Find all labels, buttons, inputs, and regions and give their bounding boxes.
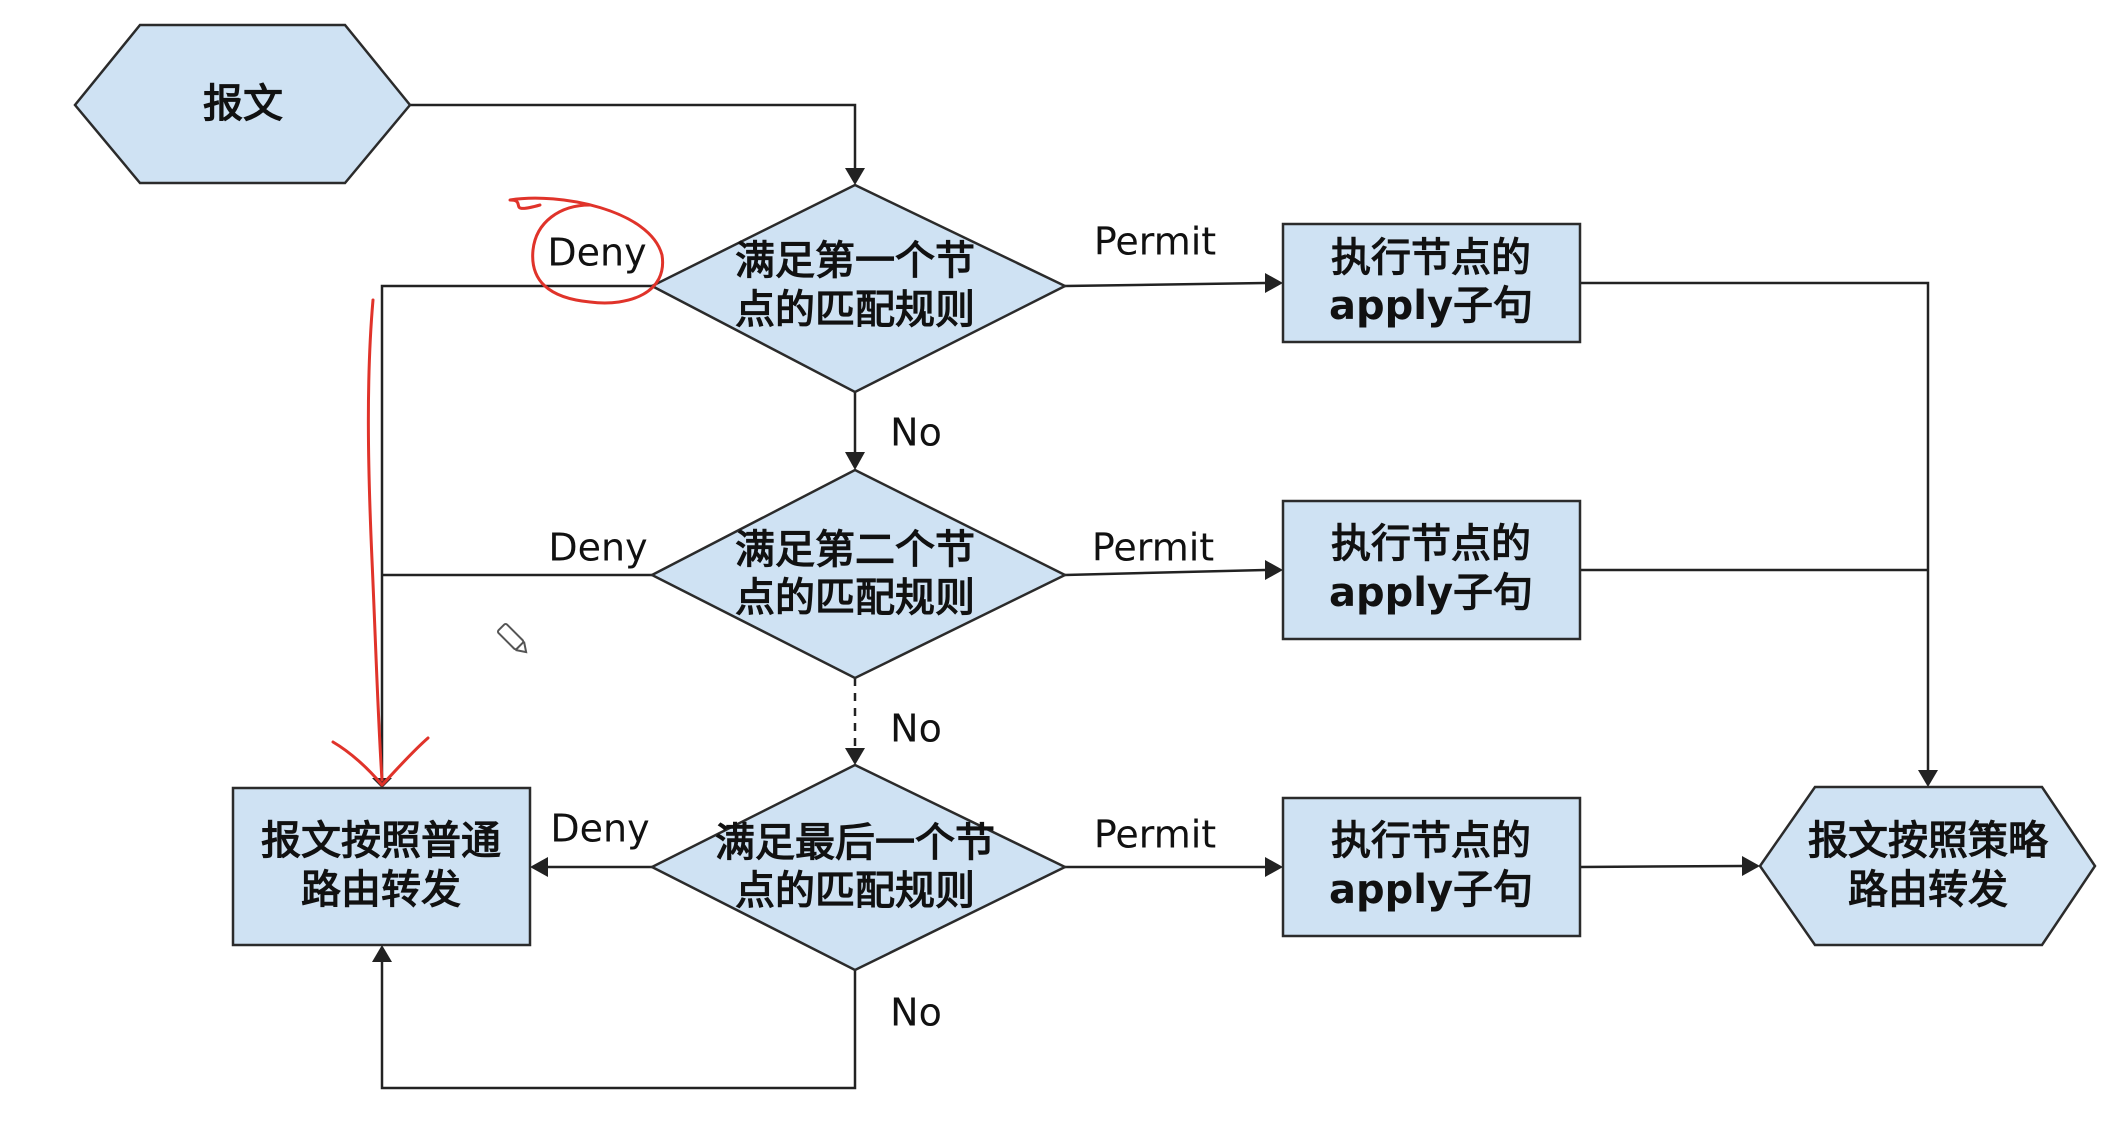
annotation-arrow-head: [331, 736, 430, 787]
edge-permit1: [1064, 281, 1266, 288]
annotation-circle: [508, 196, 665, 305]
node-policy-route-line1: 报文按照策略: [1808, 818, 2049, 864]
label-permit2: Permit: [1092, 526, 1214, 570]
node-apply2: 执行节点的 apply子句: [1281, 499, 1582, 641]
node-match2-line1: 满足第二个节: [735, 527, 975, 573]
node-match2: 满足第二个节 点的匹配规则: [649, 468, 1068, 680]
node-apply1: 执行节点的 apply子句: [1281, 222, 1582, 344]
edge-permit2: [1064, 568, 1266, 577]
node-start-label: 报文: [203, 81, 283, 127]
arrowhead: [845, 452, 865, 470]
node-normal-route-line1: 报文按照普通: [261, 818, 501, 864]
node-apply1-line2: apply子句: [1329, 283, 1533, 329]
arrowhead: [845, 168, 865, 185]
label-deny1: Deny: [547, 231, 646, 275]
node-normal-route-line2: 路由转发: [301, 867, 461, 913]
label-permit3: Permit: [1094, 813, 1216, 857]
node-apply2-line2: apply子句: [1329, 570, 1533, 616]
node-apply2-line1: 执行节点的: [1331, 521, 1531, 567]
node-match-last-line1: 满足最后一个节: [715, 820, 995, 866]
label-permit1: Permit: [1094, 220, 1216, 264]
node-normal-route: 报文按照普通 路由转发: [231, 786, 532, 947]
node-match1-line2: 点的匹配规则: [735, 287, 975, 333]
node-apply3: 执行节点的 apply子句: [1281, 796, 1582, 938]
node-apply3-line2: apply子句: [1329, 867, 1533, 913]
label-no1: No: [890, 411, 942, 455]
node-policy-route: 报文按照策略 路由转发: [1758, 785, 2097, 947]
node-apply1-line1: 执行节点的: [1331, 235, 1531, 281]
node-match2-line2: 点的匹配规则: [735, 575, 975, 621]
edge-start-to-match1: [410, 103, 857, 168]
label-no2: No: [890, 707, 942, 751]
arrowhead: [1265, 560, 1283, 580]
edge-apply1-to-policy: [1580, 281, 1930, 770]
annotation-arrow-line: [366, 298, 384, 782]
arrowhead: [372, 945, 392, 962]
label-deny3: Deny: [550, 807, 649, 851]
node-match-last-line2: 点的匹配规则: [735, 868, 975, 914]
node-match-last: 满足最后一个节 点的匹配规则: [649, 763, 1068, 972]
pencil-icon: [496, 622, 528, 654]
node-start: 报文: [73, 23, 412, 185]
edge-apply3-to-policy: [1579, 864, 1743, 869]
node-match1-line1: 满足第一个节: [735, 238, 975, 284]
edge-deny1: [380, 284, 652, 778]
arrowhead: [1265, 857, 1283, 877]
arrowhead: [1742, 856, 1760, 876]
node-match1: 满足第一个节 点的匹配规则: [649, 183, 1068, 394]
arrowhead: [845, 748, 865, 765]
label-deny2: Deny: [548, 526, 647, 570]
node-policy-route-line2: 路由转发: [1848, 867, 2008, 913]
edge-no3: [380, 962, 857, 1090]
arrowhead: [1918, 770, 1938, 787]
label-no3: No: [890, 991, 942, 1035]
arrowhead: [530, 857, 548, 877]
arrowhead: [1265, 273, 1283, 293]
node-apply3-line1: 执行节点的: [1331, 818, 1531, 864]
